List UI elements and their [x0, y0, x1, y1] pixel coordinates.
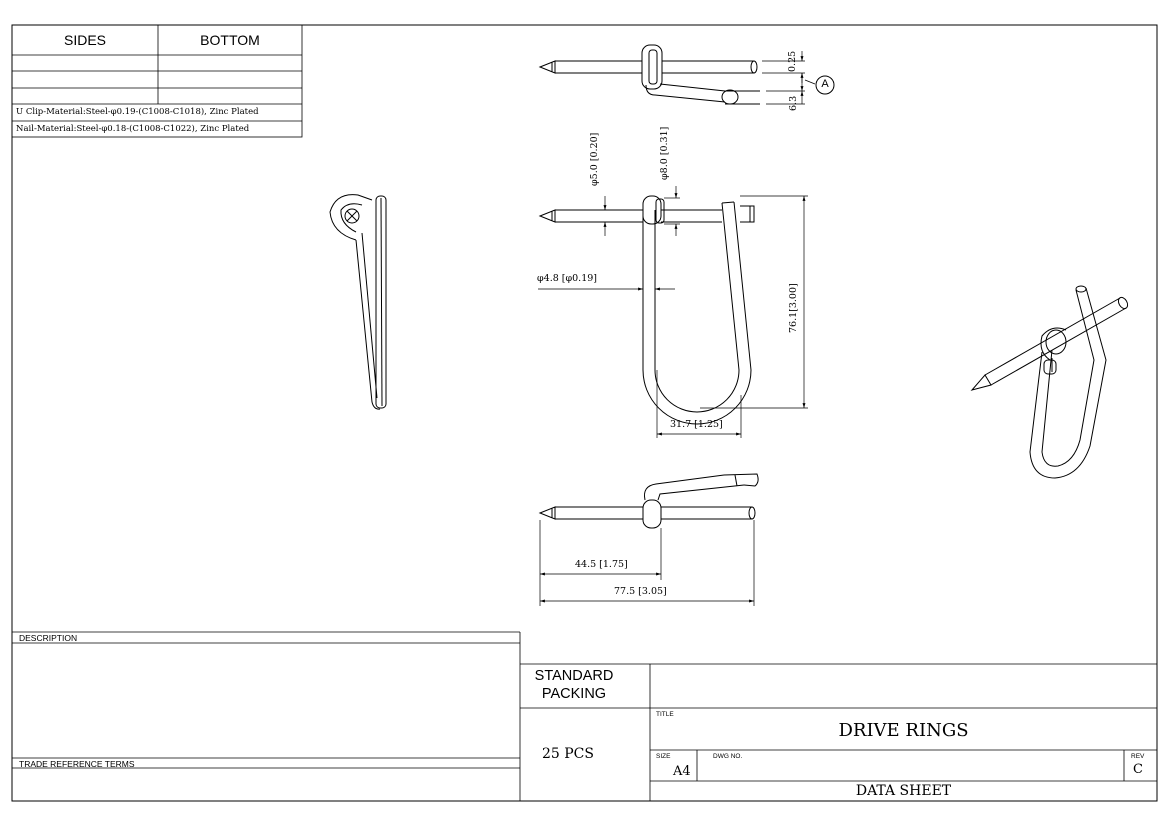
sheet-border [11, 24, 1158, 802]
rev-label: REV [1131, 753, 1145, 760]
title-block-lines [12, 631, 1157, 801]
dim-nail-to-clip: 44.5 [1.75] [575, 559, 628, 570]
dim-width: 31.7 [1.25] [670, 419, 723, 430]
isometric-view-part [970, 285, 1129, 479]
material-table-lines [11, 24, 303, 138]
packing-quantity: 25 PCS [542, 746, 594, 762]
bottom-view-part [538, 473, 759, 529]
bottom-header: BOTTOM [200, 32, 260, 48]
dwg-no-label: DWG NO. [713, 753, 743, 760]
dim-nail-diameter: φ5.0 [0.20] [589, 132, 600, 186]
packing-label-line-1: STANDARD [534, 668, 614, 684]
front-view-dims [538, 186, 808, 438]
dim-thickness-top: 0.25 [787, 50, 798, 72]
dim-overall-length: 77.5 [3.05] [614, 586, 667, 597]
dim-wire-diameter: φ4.8 [φ0.19] [537, 273, 597, 284]
size-label: SIZE [656, 753, 671, 760]
top-view-part [538, 44, 760, 105]
side-view-part [329, 194, 387, 410]
detail-callout [815, 75, 835, 95]
front-view-part [538, 195, 755, 425]
trade-reference-label: TRADE REFERENCE TERMS [19, 759, 135, 769]
bottom-view-dims [539, 520, 755, 606]
dim-head-diameter: φ8.0 [0.31] [659, 126, 670, 180]
dim-height: 76.1[3.00] [788, 283, 799, 333]
top-view-dims [762, 51, 835, 105]
dim-gap-top: 6.3 [788, 95, 799, 111]
drawing-title: DRIVE RINGS [838, 720, 969, 741]
data-sheet-label: DATA SHEET [855, 783, 952, 799]
detail-callout-label: A [821, 78, 829, 90]
size-value: A4 [673, 764, 691, 779]
standard-packing-label: STANDARD PACKING [520, 667, 628, 703]
sides-header: SIDES [63, 32, 106, 48]
clip-material-spec: U Clip-Material:Steel-φ0.19-(C1008-C1018… [16, 107, 259, 117]
description-label: DESCRIPTION [19, 633, 78, 643]
rev-value: C [1133, 762, 1143, 777]
title-label: TITLE [656, 711, 674, 718]
packing-label-line-2: PACKING [541, 686, 607, 702]
nail-material-spec: Nail-Material:Steel-φ0.18-(C1008-C1022),… [16, 124, 250, 134]
